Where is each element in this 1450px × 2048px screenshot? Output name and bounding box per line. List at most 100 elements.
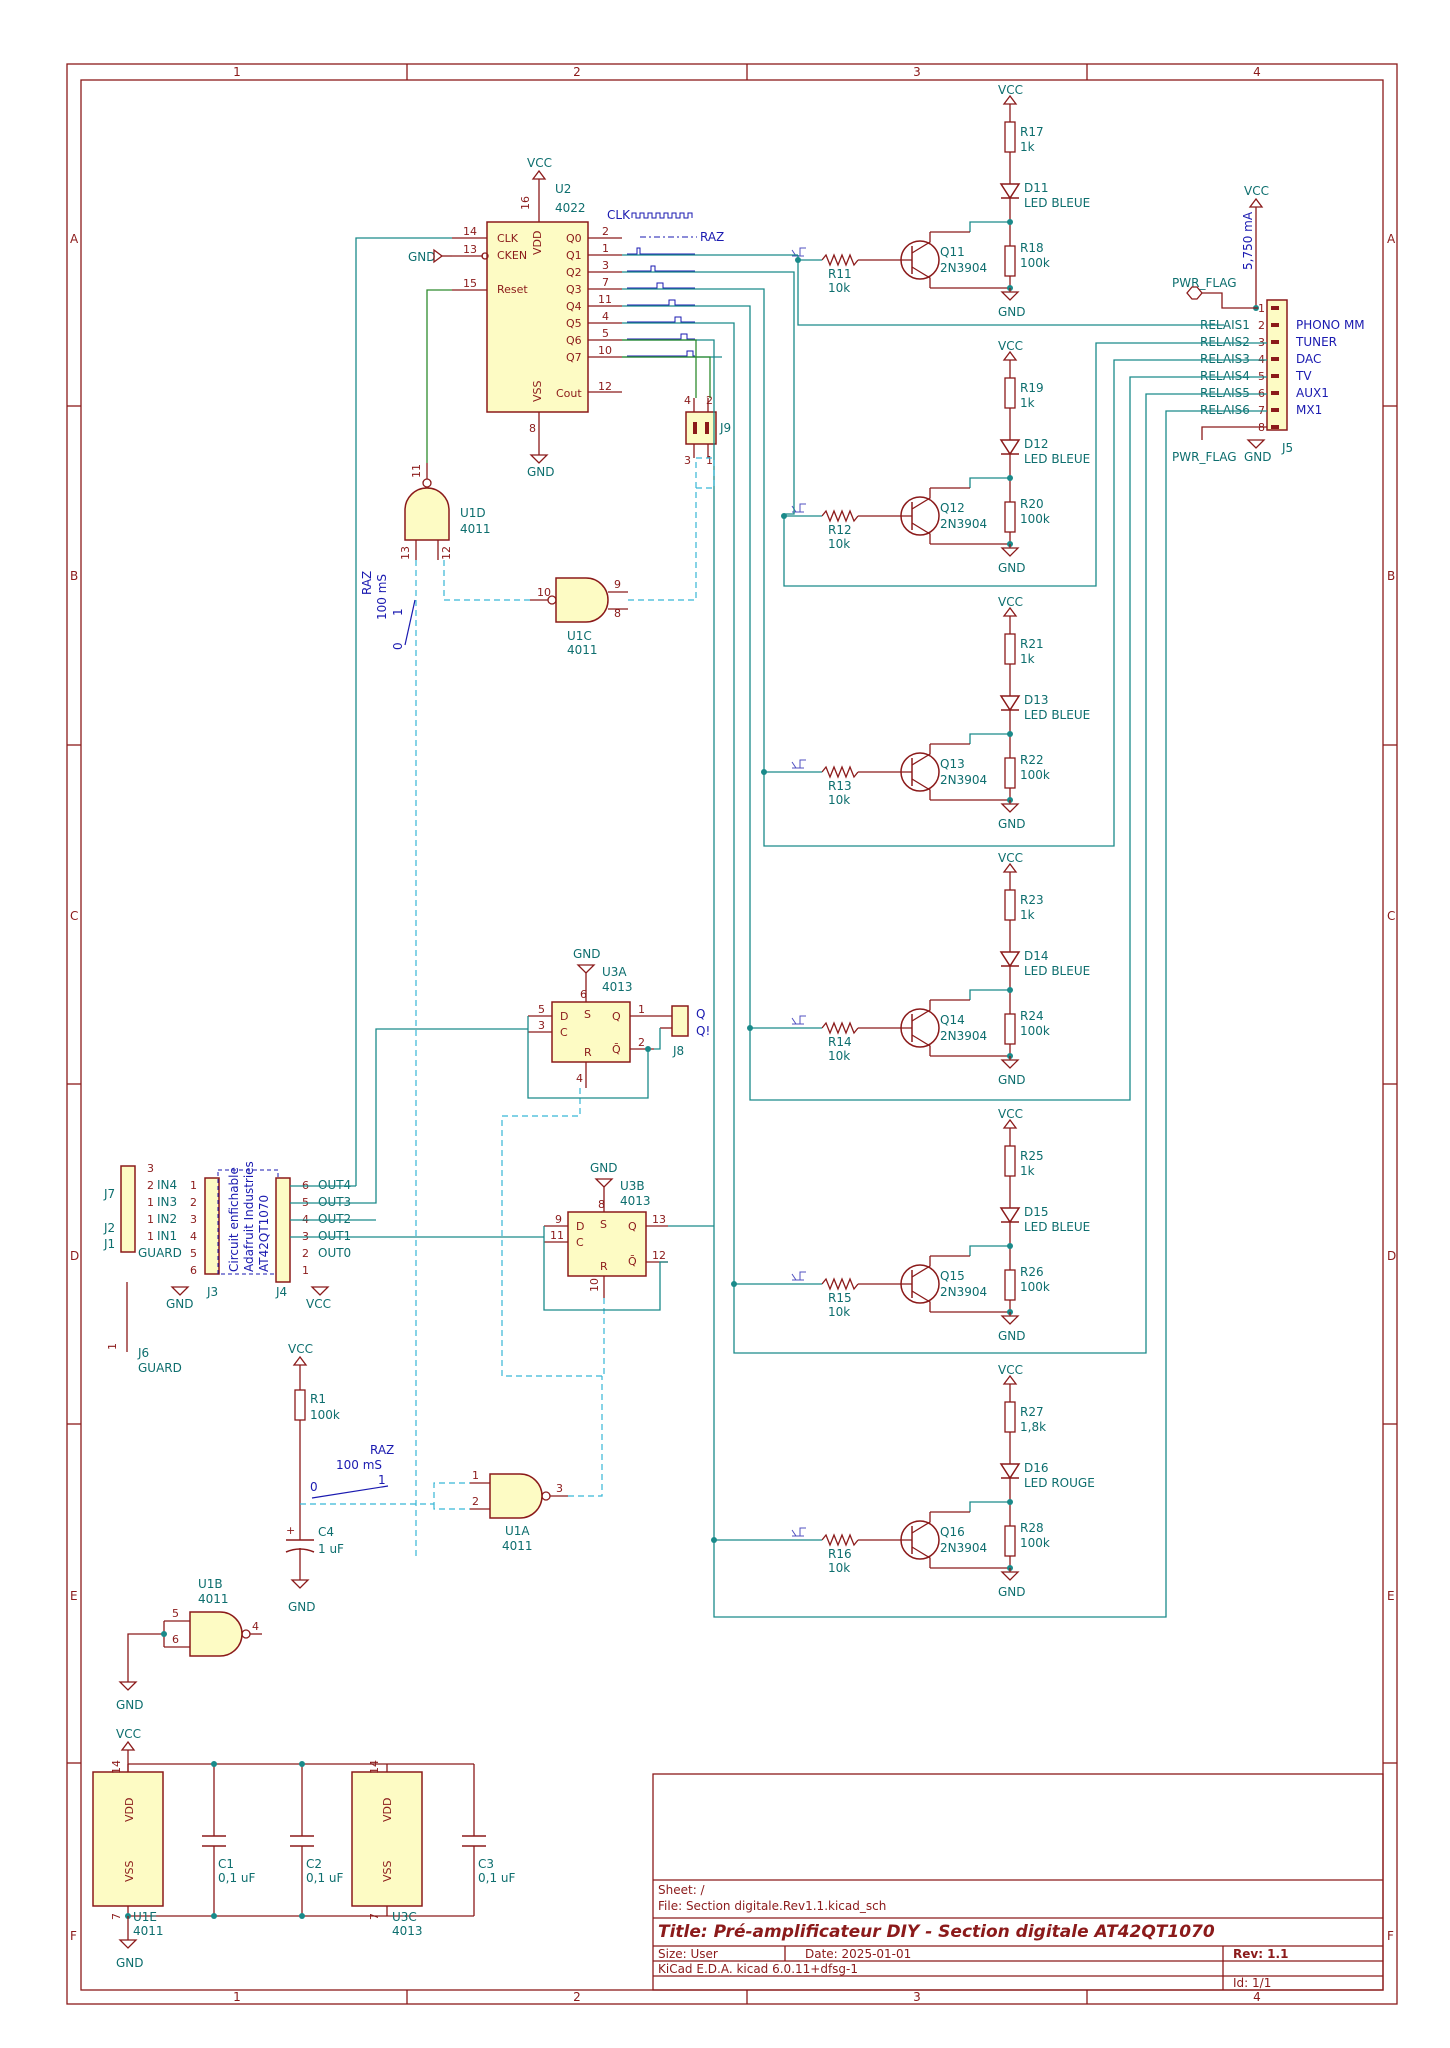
wire-seg	[930, 743, 1010, 801]
u3b-flipflop: GND U3B 4013 D C S Q R Q̄ 9 11 13 12 10 …	[544, 1161, 668, 1298]
u2-q3: Q3	[566, 283, 582, 296]
gnd-icon	[1000, 803, 1020, 813]
j3-connector: J3 IN4 IN3 IN2 IN1 GUARD 1 2 3 4 5 6 GND	[138, 1177, 220, 1311]
j5-port-label: AUX1	[1296, 386, 1329, 400]
j8-connector: J8 Q Q!	[654, 1005, 710, 1058]
u2-gnd: GND	[527, 465, 555, 479]
pwr-gnd: GND	[116, 1956, 144, 1970]
vcc-arrow-icon	[1002, 606, 1018, 617]
u3b-p8: 8	[598, 1198, 605, 1211]
d-led: LED BLEUE	[1024, 196, 1090, 210]
d-led: LED BLEUE	[1024, 964, 1090, 978]
c1-ref: C1	[218, 1857, 234, 1871]
r-led-ref: R25	[1020, 1149, 1044, 1163]
u3a-p4: 4	[576, 1072, 583, 1085]
u3b-p12: 12	[652, 1249, 666, 1262]
j5-port-label: TUNER	[1295, 335, 1337, 349]
resistor-pull	[1004, 1269, 1016, 1301]
u2-gnd-left: GND	[408, 250, 436, 264]
j4-p2: 2	[302, 1247, 309, 1260]
row-label-a-r: A	[1387, 232, 1396, 246]
r-pull-ref: R26	[1020, 1265, 1044, 1279]
raz-top-n0: 0	[391, 642, 405, 650]
u2-vdd-num: 16	[519, 196, 532, 210]
led-icon	[999, 183, 1021, 200]
u3a-qb: Q̄	[612, 1043, 621, 1056]
r-led-ref: R19	[1020, 381, 1044, 395]
j5-pin-stub	[1271, 357, 1279, 361]
j3-in4: IN4	[157, 1178, 177, 1192]
transistor-leads	[911, 488, 931, 544]
r-led-ref: R27	[1020, 1405, 1044, 1419]
u3a-p5: 5	[538, 1003, 545, 1016]
resistor-base	[821, 1277, 859, 1291]
j1-ref: J1	[103, 1237, 115, 1251]
q-ref: Q16	[940, 1525, 965, 1539]
transistor-leads	[911, 1512, 931, 1568]
row-label-f: F	[70, 1929, 77, 1943]
stage-gnd: GND	[998, 1073, 1026, 1087]
u1c-ref: U1C	[567, 629, 592, 643]
tb-tool: KiCad E.D.A. kicad 6.0.11+dfsg-1	[658, 1962, 858, 1976]
r-led-ref: R23	[1020, 893, 1044, 907]
wires	[290, 237, 1267, 1618]
r1-ref: R1	[310, 1392, 326, 1406]
j5-net-label: RELAIS1	[1200, 318, 1250, 332]
q-type: 2N3904	[940, 261, 987, 275]
j5-pin-stub	[1271, 323, 1279, 327]
j3-in2: IN2	[157, 1212, 177, 1226]
q-type: 2N3904	[940, 1541, 987, 1555]
u2-vcc: VCC	[527, 156, 552, 170]
d-led: LED ROUGE	[1024, 1476, 1095, 1490]
u1a-gate: 1 2 3 U1A 4011	[470, 1469, 568, 1553]
d-ref: D16	[1024, 1461, 1049, 1475]
u2-right-pins: Q0 Q1 Q2 Q3 Q4 Q5 Q6 Q7 Cout 2 1 3 7 11 …	[556, 225, 622, 400]
j7-pin3: 3	[147, 1162, 154, 1175]
j9-ref: J9	[719, 421, 731, 435]
j5-port-label: DAC	[1296, 352, 1321, 366]
col-label-3b: 3	[913, 1990, 921, 2004]
u3b-c: C	[576, 1236, 584, 1249]
raz-top-n1: 1	[391, 608, 405, 616]
u1c-pin9: 9	[614, 578, 621, 591]
j4-ref: J4	[275, 1285, 287, 1299]
j5-pin-stub	[1271, 340, 1279, 344]
row-label-d-r: D	[1387, 1249, 1396, 1263]
u1c-pin8: 8	[614, 607, 621, 620]
tb-id: Id: 1/1	[1233, 1976, 1271, 1990]
r1-value: 100k	[310, 1408, 340, 1422]
u1b-p4: 4	[252, 1620, 259, 1633]
j5-current: 5,750 mA	[1241, 211, 1255, 270]
col-label-2: 2	[573, 65, 581, 79]
u3a-q: Q	[612, 1010, 621, 1023]
u2-q0: Q0	[566, 232, 582, 245]
gnd-icon	[1000, 1315, 1020, 1325]
wire-seg	[930, 1511, 1010, 1569]
title-block: Sheet: / File: Section digitale.Rev1.1.k…	[652, 1773, 1384, 1991]
j9-pin4: 4	[684, 394, 691, 407]
raz-top-time: 100 mS	[375, 574, 389, 620]
j9-pin2: 2	[706, 394, 713, 407]
j7-pin2: 2	[147, 1179, 154, 1192]
j3-p1: 1	[190, 1179, 197, 1192]
u2-n3: 3	[602, 259, 609, 272]
u2-value: 4022	[555, 201, 586, 215]
stage-gnd: GND	[998, 817, 1026, 831]
row-label-b-r: B	[1387, 569, 1395, 583]
resistor-pull	[1004, 757, 1016, 789]
j5-connector: J5 VCC 5,750 mA PWR_FLAG PWR_FLAG GND 12…	[1172, 184, 1365, 464]
j5-net-label: RELAIS2	[1200, 335, 1250, 349]
u2-n7: 7	[602, 276, 609, 289]
r-pull-ref: R20	[1020, 497, 1044, 511]
r-pull-ref: R18	[1020, 241, 1044, 255]
j8-qn: Q!	[696, 1024, 710, 1038]
gnd-icon	[1000, 547, 1020, 557]
u3a-c: C	[560, 1026, 568, 1039]
j5-pin-num: 2	[1258, 319, 1265, 332]
resistor-pull	[1004, 245, 1016, 277]
r-base-val: 10k	[828, 1305, 850, 1319]
j5-port-label: TV	[1295, 369, 1312, 383]
wire-seg	[1202, 292, 1258, 309]
